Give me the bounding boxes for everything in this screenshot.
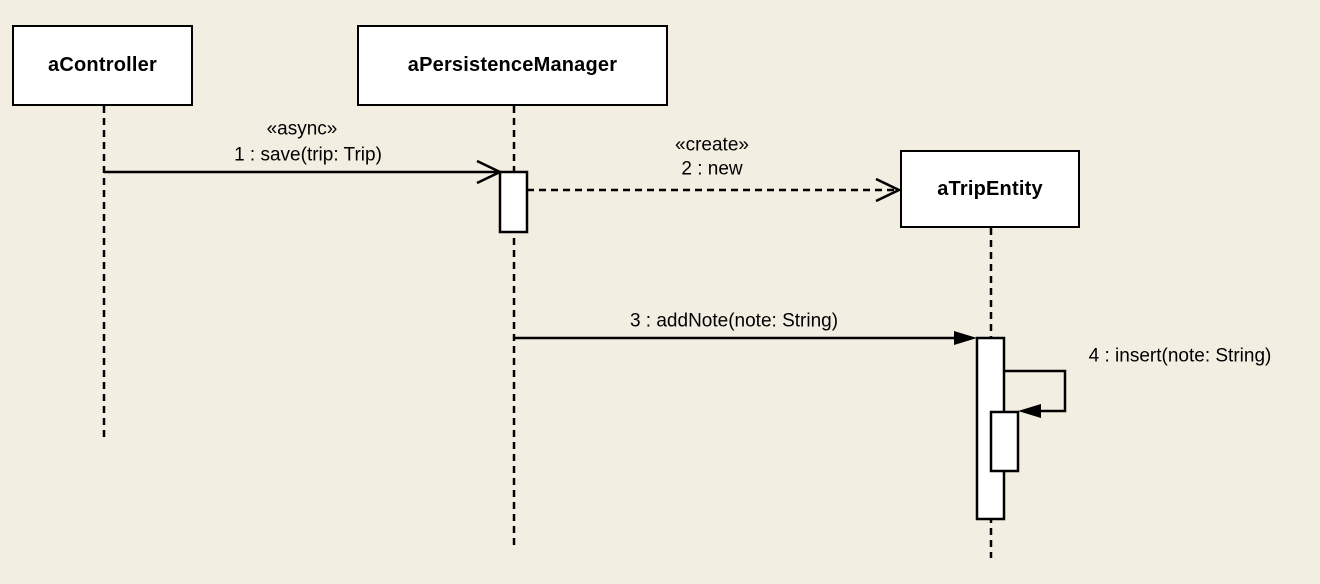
message-4-line xyxy=(1004,369,1067,413)
activation-bar-atripentity-nested xyxy=(989,410,1020,473)
object-box-atripentity: aTripEntity xyxy=(900,150,1080,228)
object-label-acontroller: aController xyxy=(48,54,157,76)
message-1-stereotype: «async» xyxy=(266,118,338,140)
object-box-apersistencemanager: aPersistenceManager xyxy=(357,25,668,106)
message-4-label: 4 : insert(note: String) xyxy=(1088,345,1272,367)
message-4-filled-arrowhead-icon xyxy=(1018,404,1041,418)
message-2-open-arrowhead-icon xyxy=(875,177,902,203)
object-label-apersistencemanager: aPersistenceManager xyxy=(407,54,618,76)
message-2-label: 2 : new xyxy=(681,158,743,180)
message-3-label: 3 : addNote(note: String) xyxy=(629,310,839,332)
activation-bar-apersistencemanager xyxy=(498,170,529,234)
message-3-filled-arrowhead-icon xyxy=(954,331,977,345)
message-1-label: 1 : save(trip: Trip) xyxy=(234,144,382,166)
object-label-atripentity: aTripEntity xyxy=(937,177,1043,200)
object-box-acontroller: aController xyxy=(12,25,193,106)
message-2-stereotype: «create» xyxy=(675,134,749,156)
